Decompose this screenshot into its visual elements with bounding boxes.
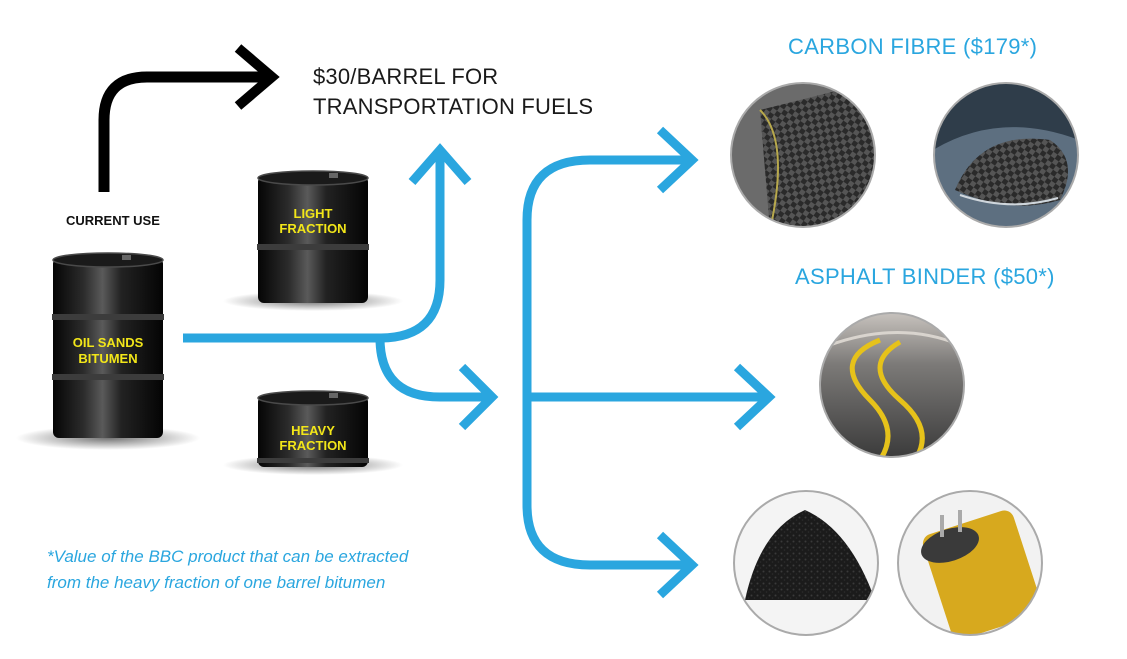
asphalt-arrow-head [733, 363, 776, 431]
transport-fuels-line-2: TRANSPORTATION FUELS [313, 94, 594, 119]
footnote-line-2: from the heavy fraction of one barrel bi… [47, 573, 386, 592]
capacitor-photo [897, 490, 1043, 636]
carbon-fibre-arrow-head [656, 126, 699, 194]
asphalt-binder-label: ASPHALT BINDER ($50*) [795, 264, 1055, 289]
current-use-arrow [98, 44, 280, 192]
heavy-barrel-label-1: HEAVY [291, 423, 335, 438]
transport-fuels-line-1: $30/BARREL FOR [313, 64, 499, 89]
heavy-barrel-label-2: FRACTION [279, 438, 347, 453]
current-use-label: CURRENT USE [66, 213, 160, 228]
bitumen-barrel-label-2: BITUMEN [78, 351, 138, 366]
heavy-fraction-arrow-head [458, 363, 499, 431]
light-fraction-arrow-head [408, 143, 472, 185]
carbon-fibre-mirror-photo [933, 82, 1079, 228]
carbon-powder-photo [733, 490, 879, 636]
flow-lines [183, 126, 776, 599]
product-trunk-line [522, 155, 591, 570]
bitumen-barrel-label-1: OIL SANDS [72, 335, 144, 350]
light-barrel-label-1: LIGHT [293, 206, 333, 221]
heavy-fraction-line [375, 337, 490, 402]
carbon-fibre-label: CARBON FIBRE ($179*) [788, 34, 1038, 59]
light-fraction-barrel [223, 170, 403, 311]
bitumen-barrel [16, 252, 200, 450]
bitumen-outflow-line [183, 150, 445, 343]
carbon-products-arrow-head [656, 531, 699, 599]
footnote-line-1: *Value of the BBC product that can be ex… [47, 547, 409, 566]
light-barrel-label-2: FRACTION [279, 221, 347, 236]
heavy-fraction-barrel [223, 390, 403, 475]
carbon-fibre-weave-photo [730, 82, 876, 228]
asphalt-road-photo [819, 312, 965, 458]
